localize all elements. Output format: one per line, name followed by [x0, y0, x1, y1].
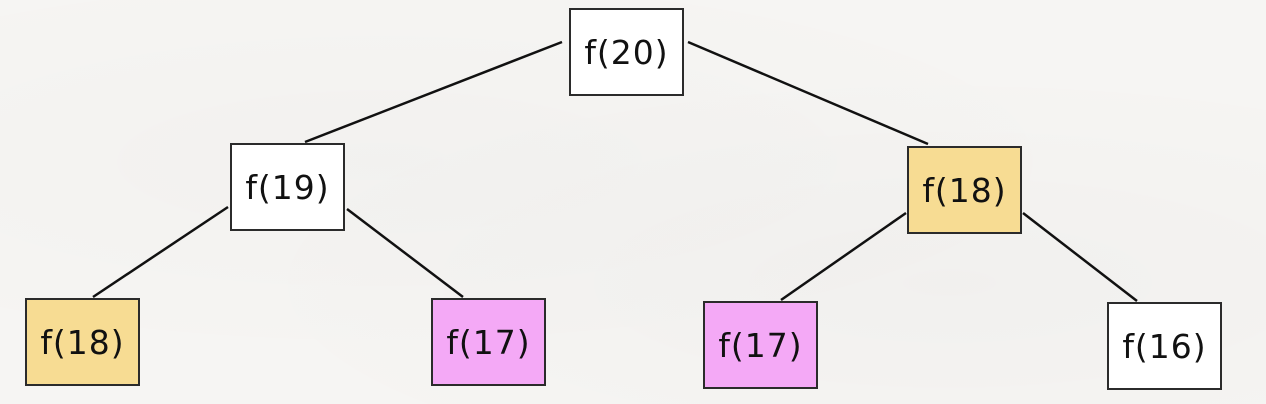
node-f18-right: f(18)	[907, 146, 1022, 234]
node-f20: f(20)	[569, 8, 684, 96]
edge-f20-f18	[687, 40, 929, 146]
node-f17-left: f(17)	[431, 298, 546, 386]
edge-f19-f17	[346, 208, 464, 298]
edge-f19-f18	[92, 205, 229, 299]
node-f19: f(19)	[230, 143, 345, 231]
node-f16: f(16)	[1107, 302, 1222, 390]
edge-f18-f17	[780, 211, 907, 302]
node-f17-right: f(17)	[703, 301, 818, 389]
edge-f18-f16	[1022, 212, 1138, 302]
node-f18-left: f(18)	[25, 298, 140, 386]
edge-f20-f19	[304, 40, 563, 144]
